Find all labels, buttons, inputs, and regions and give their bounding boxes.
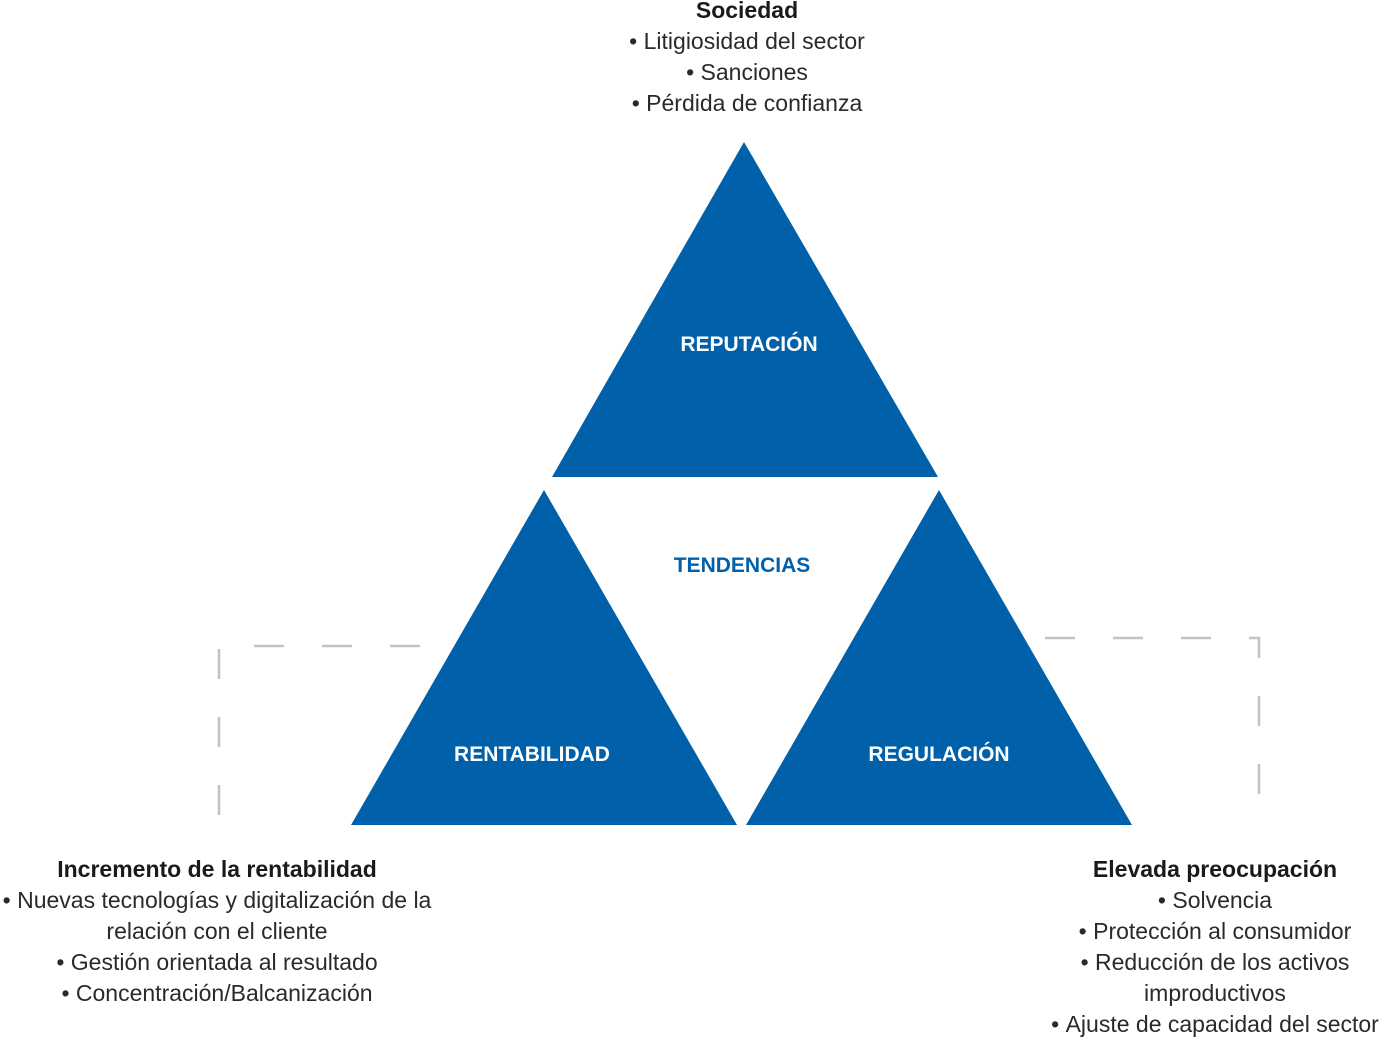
sociedad-heading: Sociedad: [695, 0, 799, 23]
preocupacion-item: Solvencia: [1036, 885, 1394, 916]
preocupacion-block: Elevada preocupación Solvencia Protecció…: [1036, 854, 1394, 1040]
sociedad-item: Pérdida de confianza: [447, 88, 1047, 119]
triangle-regulacion-label: REGULACIÓN: [868, 742, 1009, 766]
right-dashed-connector: [1045, 636, 1261, 808]
triangle-rentabilidad: [351, 490, 737, 825]
sociedad-item: Litigiosidad del sector: [447, 26, 1047, 57]
preocupacion-item: Reducción de los activos improductivos: [1036, 947, 1394, 1009]
rentabilidad-block: Incremento de la rentabilidad Nuevas tec…: [0, 854, 434, 1009]
sociedad-block: Sociedad Litigiosidad del sector Sancion…: [447, 0, 1047, 119]
rentabilidad-item: Nuevas tecnologías y digitalización de l…: [0, 885, 434, 947]
preocupacion-item: Ajuste de capacidad del sector: [1036, 1009, 1394, 1040]
rentabilidad-heading: Incremento de la rentabilidad: [57, 856, 377, 882]
center-label: TENDENCIAS: [674, 554, 811, 577]
triangle-regulacion: [746, 490, 1132, 825]
rentabilidad-item: Concentración/Balcanización: [0, 978, 434, 1009]
sociedad-item: Sanciones: [447, 57, 1047, 88]
preocupacion-heading: Elevada preocupación: [1092, 856, 1338, 882]
triangle-rentabilidad-label: RENTABILIDAD: [454, 743, 610, 766]
rentabilidad-item: Gestión orientada al resultado: [0, 947, 434, 978]
triangle-reputacion-label: REPUTACIÓN: [680, 332, 817, 356]
triangle-reputacion: [552, 142, 938, 477]
preocupacion-item: Protección al consumidor: [1036, 916, 1394, 947]
